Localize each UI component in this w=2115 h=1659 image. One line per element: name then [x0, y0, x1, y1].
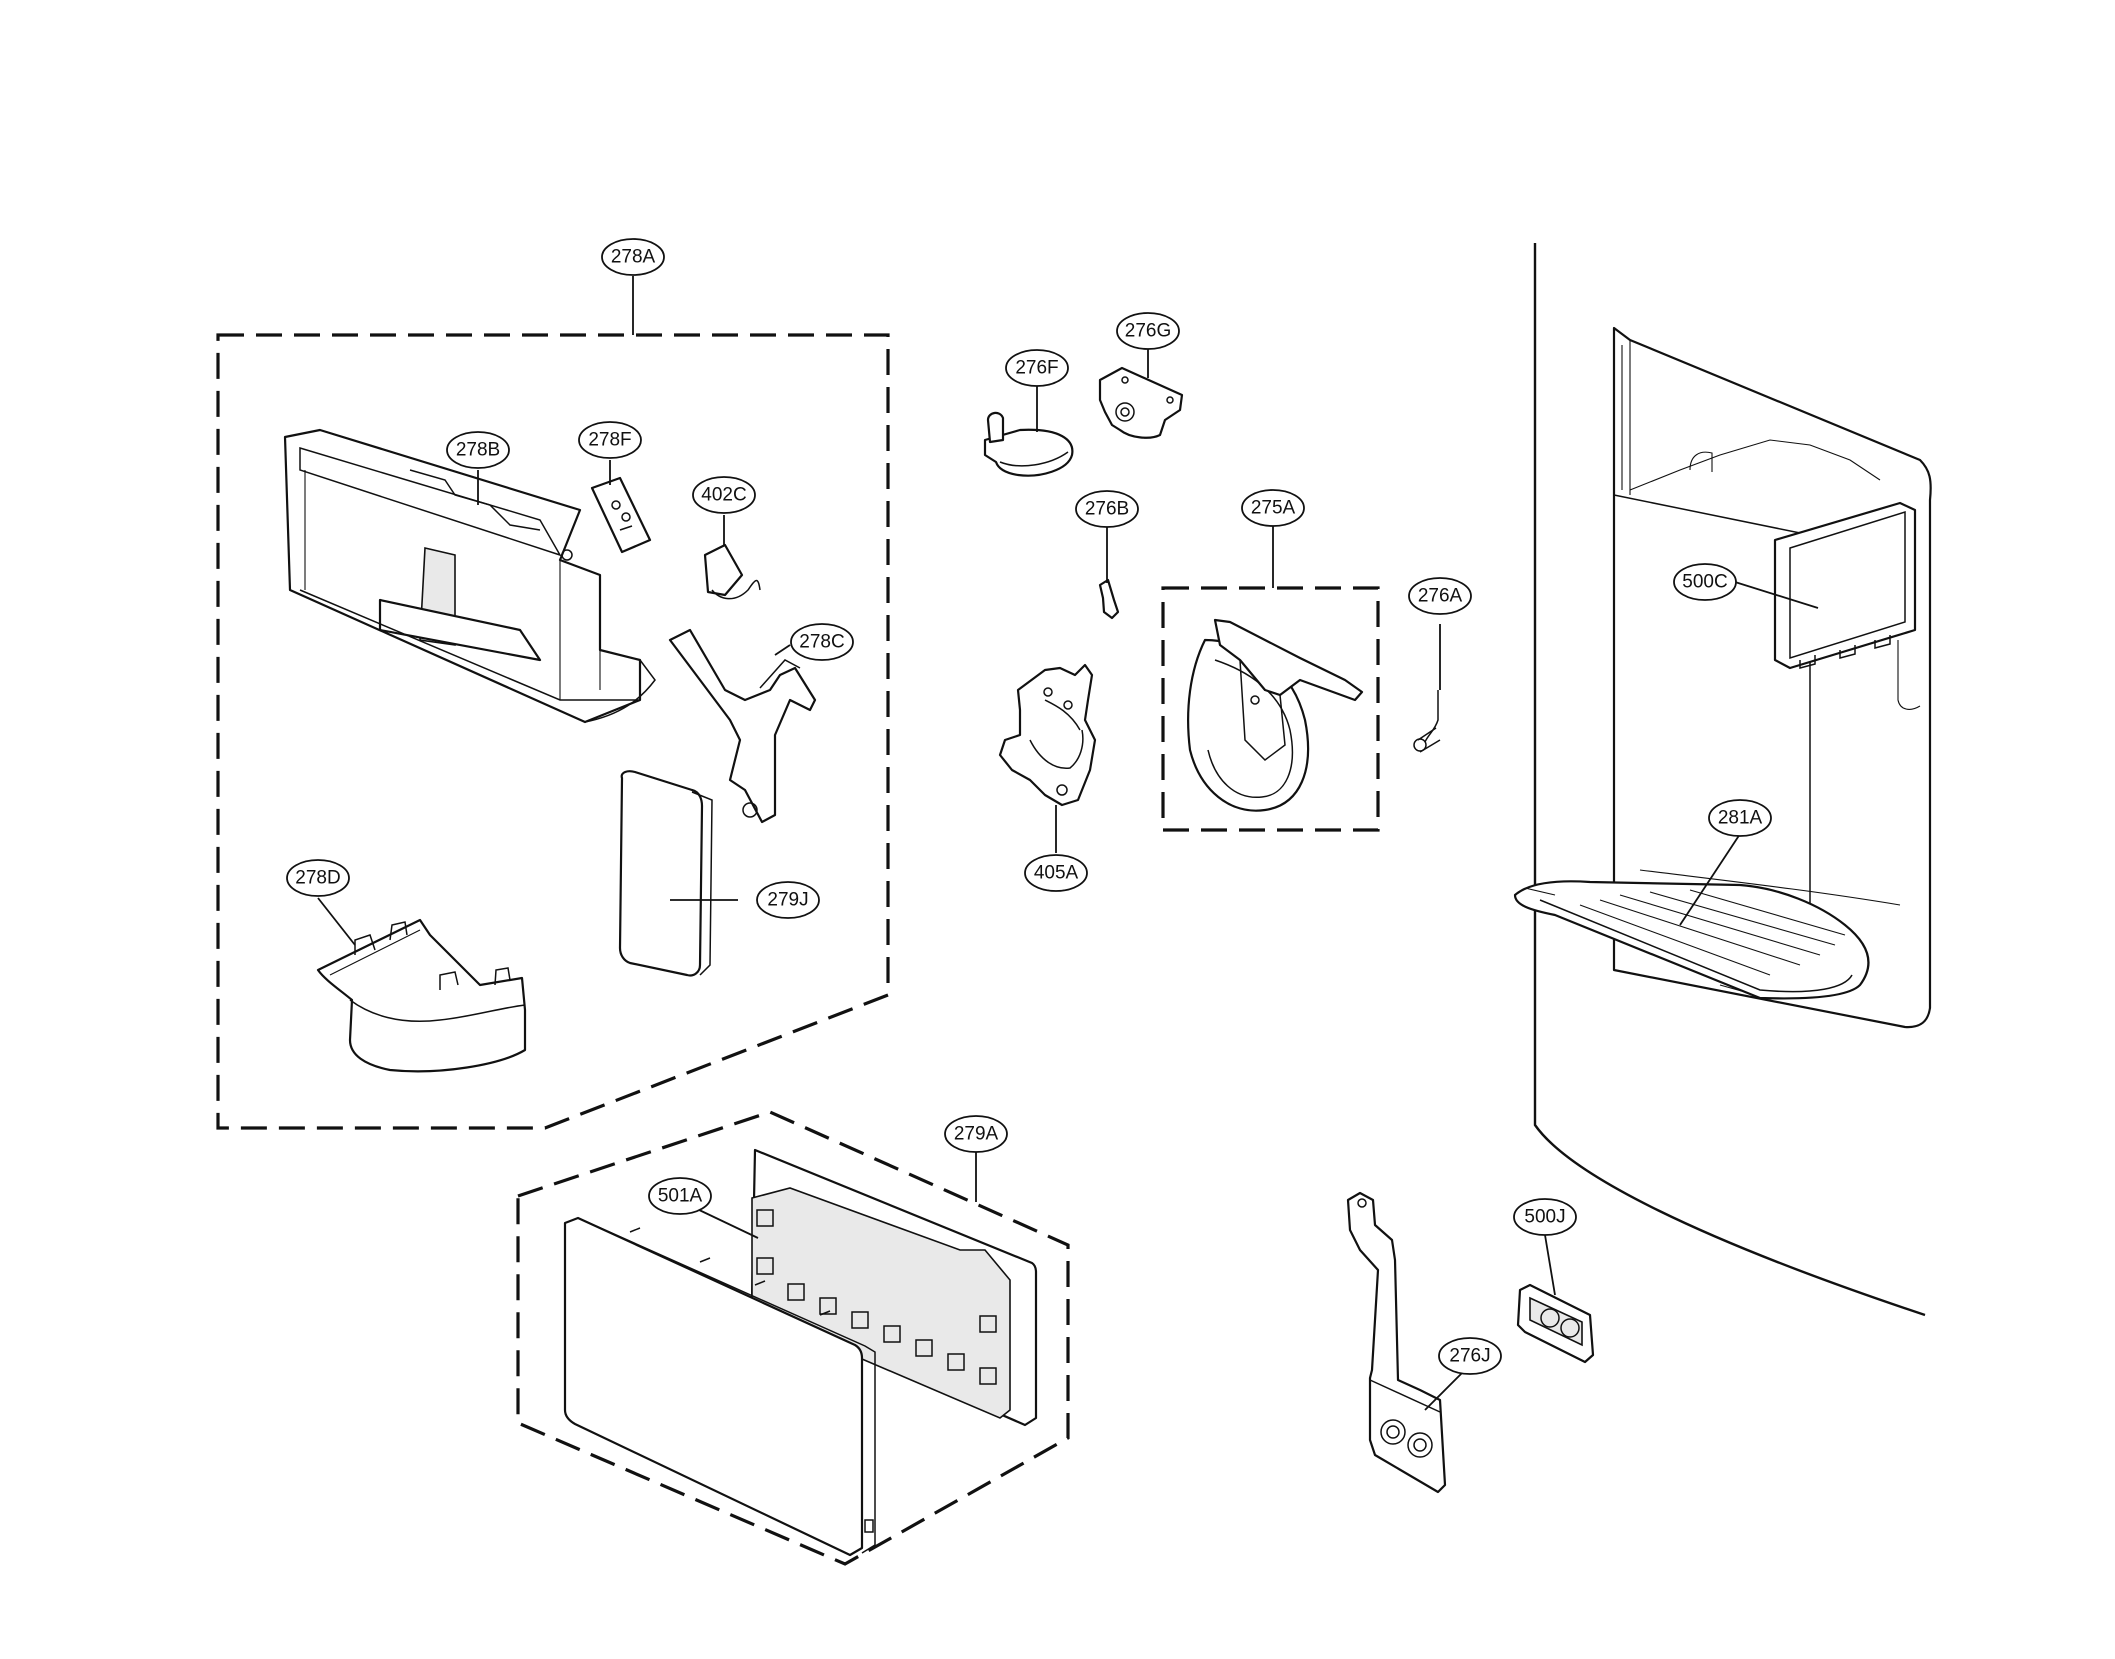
group-279A-outline — [516, 1110, 1070, 1566]
callout-276F-label: 276F — [1015, 358, 1058, 379]
part-278C-lever — [668, 628, 817, 824]
part-cabinet-frame — [1533, 243, 1932, 1317]
part-276F-knob — [983, 411, 1074, 477]
callout-276B-label: 276B — [1085, 499, 1129, 520]
callout-278B: 278B — [446, 431, 510, 469]
part-405A-motor — [998, 663, 1097, 807]
callout-276J-label: 276J — [1449, 1346, 1490, 1367]
callout-278D-label: 278D — [295, 868, 340, 889]
part-276G-coupling — [1098, 366, 1184, 439]
callout-405A-label: 405A — [1034, 863, 1079, 884]
callout-402C: 402C — [692, 476, 756, 514]
callout-500C-label: 500C — [1682, 572, 1727, 593]
part-278B-housing — [283, 428, 656, 724]
callout-279J-label: 279J — [767, 890, 808, 911]
callout-276J: 276J — [1438, 1337, 1502, 1375]
callout-275A-label: 275A — [1251, 498, 1296, 519]
callout-281A-label: 281A — [1718, 808, 1763, 829]
callout-278D: 278D — [286, 859, 350, 897]
callout-279A-label: 279A — [954, 1124, 999, 1145]
part-402C-switch — [703, 515, 761, 600]
part-279A-display — [563, 1148, 1038, 1557]
callout-278F: 278F — [578, 421, 642, 459]
callout-278C: 278C — [790, 623, 854, 661]
part-278F-panel — [590, 476, 652, 554]
callout-281A: 281A — [1708, 799, 1772, 837]
callout-275A: 275A — [1241, 489, 1305, 527]
part-279J-cover — [618, 770, 713, 977]
callout-276F: 276F — [1005, 349, 1069, 387]
callout-276B: 276B — [1075, 490, 1139, 528]
part-500J-button-board — [1516, 1283, 1595, 1364]
callout-276G: 276G — [1116, 312, 1180, 350]
callout-500J: 500J — [1513, 1198, 1577, 1236]
callout-276A: 276A — [1408, 577, 1472, 615]
callout-278B-label: 278B — [456, 440, 500, 461]
callout-278F-label: 278F — [588, 430, 631, 451]
part-500C-board — [1773, 501, 1917, 670]
callout-405A: 405A — [1024, 854, 1088, 892]
part-276A-spring — [1413, 690, 1441, 753]
callout-278C-label: 278C — [799, 632, 844, 653]
callout-278A: 278A — [601, 238, 665, 276]
callout-279A: 279A — [944, 1115, 1008, 1153]
callout-500J-label: 500J — [1524, 1207, 1565, 1228]
callout-500C: 500C — [1673, 563, 1737, 601]
group-275A-outline — [1161, 586, 1380, 832]
part-276B-clip — [1098, 578, 1120, 620]
part-276J-bracket — [1346, 1191, 1447, 1494]
callout-402C-label: 402C — [701, 485, 746, 506]
callout-278A-label: 278A — [611, 247, 656, 268]
callout-501A: 501A — [648, 1177, 712, 1215]
callout-279J: 279J — [756, 881, 820, 919]
part-275A-flap — [1187, 618, 1364, 812]
callout-501A-label: 501A — [658, 1186, 703, 1207]
callout-276G-label: 276G — [1125, 321, 1171, 342]
callout-276A-label: 276A — [1418, 586, 1463, 607]
part-278D-funnel — [316, 918, 527, 1073]
part-281A-tray — [1513, 880, 1870, 1000]
